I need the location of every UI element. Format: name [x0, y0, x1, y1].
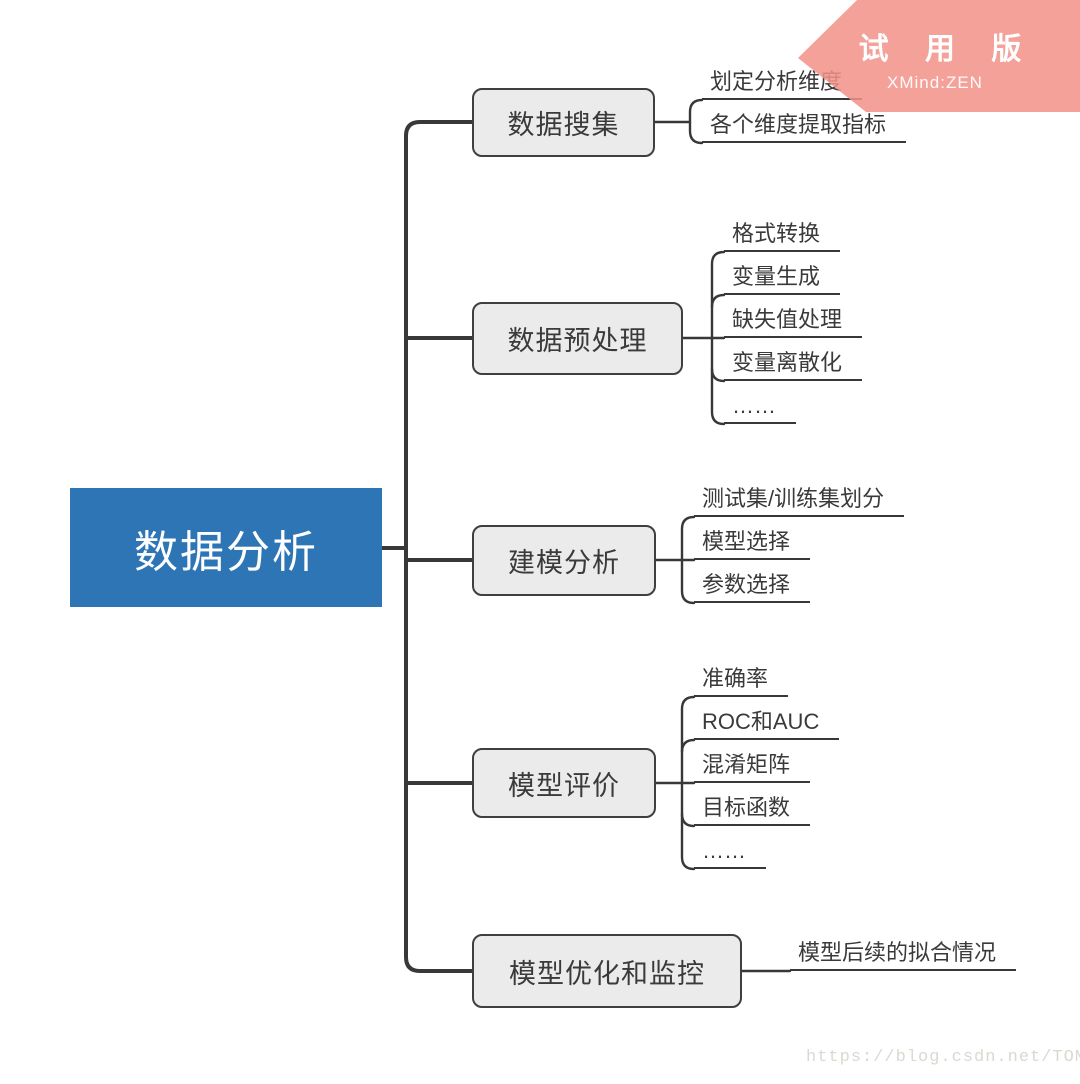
subtopic-label[interactable]: ……: [694, 837, 766, 869]
subtopic-label[interactable]: 参数选择: [694, 571, 811, 603]
subtopic-label[interactable]: 模型选择: [694, 528, 811, 560]
subtopic-label[interactable]: 格式转换: [724, 220, 841, 252]
subtopic-label[interactable]: 变量生成: [724, 263, 841, 295]
subtopic-label[interactable]: 目标函数: [694, 794, 811, 826]
main-topic-model-optimization-monitoring[interactable]: 模型优化和监控: [472, 934, 742, 1008]
subtopic-label[interactable]: ……: [724, 392, 796, 424]
subtopic-label[interactable]: 模型后续的拟合情况: [790, 939, 1017, 971]
trial-ribbon: 试 用 版 XMind:ZEN: [798, 0, 1080, 112]
subtopic-label[interactable]: 准确率: [694, 665, 789, 697]
subtopic-label[interactable]: ROC和AUC: [694, 708, 840, 740]
subtopic-label[interactable]: 变量离散化: [724, 349, 863, 381]
subtopic-label[interactable]: 各个维度提取指标: [702, 111, 907, 143]
root-topic[interactable]: 数据分析: [70, 488, 382, 607]
subtopic-label[interactable]: 混淆矩阵: [694, 751, 811, 783]
main-topic-modeling-analysis[interactable]: 建模分析: [472, 525, 656, 596]
subtopic-label[interactable]: 测试集/训练集划分: [694, 485, 905, 517]
main-topic-data-preprocessing[interactable]: 数据预处理: [472, 302, 683, 375]
subtopic-label[interactable]: 缺失值处理: [724, 306, 863, 338]
trial-ribbon-title: 试 用 版: [858, 33, 1036, 66]
watermark-text: https://blog.csdn.net/TOMOCAT: [806, 1048, 1080, 1067]
trial-ribbon-subtitle: XMind:ZEN: [887, 73, 983, 92]
main-topic-data-collection[interactable]: 数据搜集: [472, 88, 655, 157]
main-topic-model-evaluation[interactable]: 模型评价: [472, 748, 656, 818]
